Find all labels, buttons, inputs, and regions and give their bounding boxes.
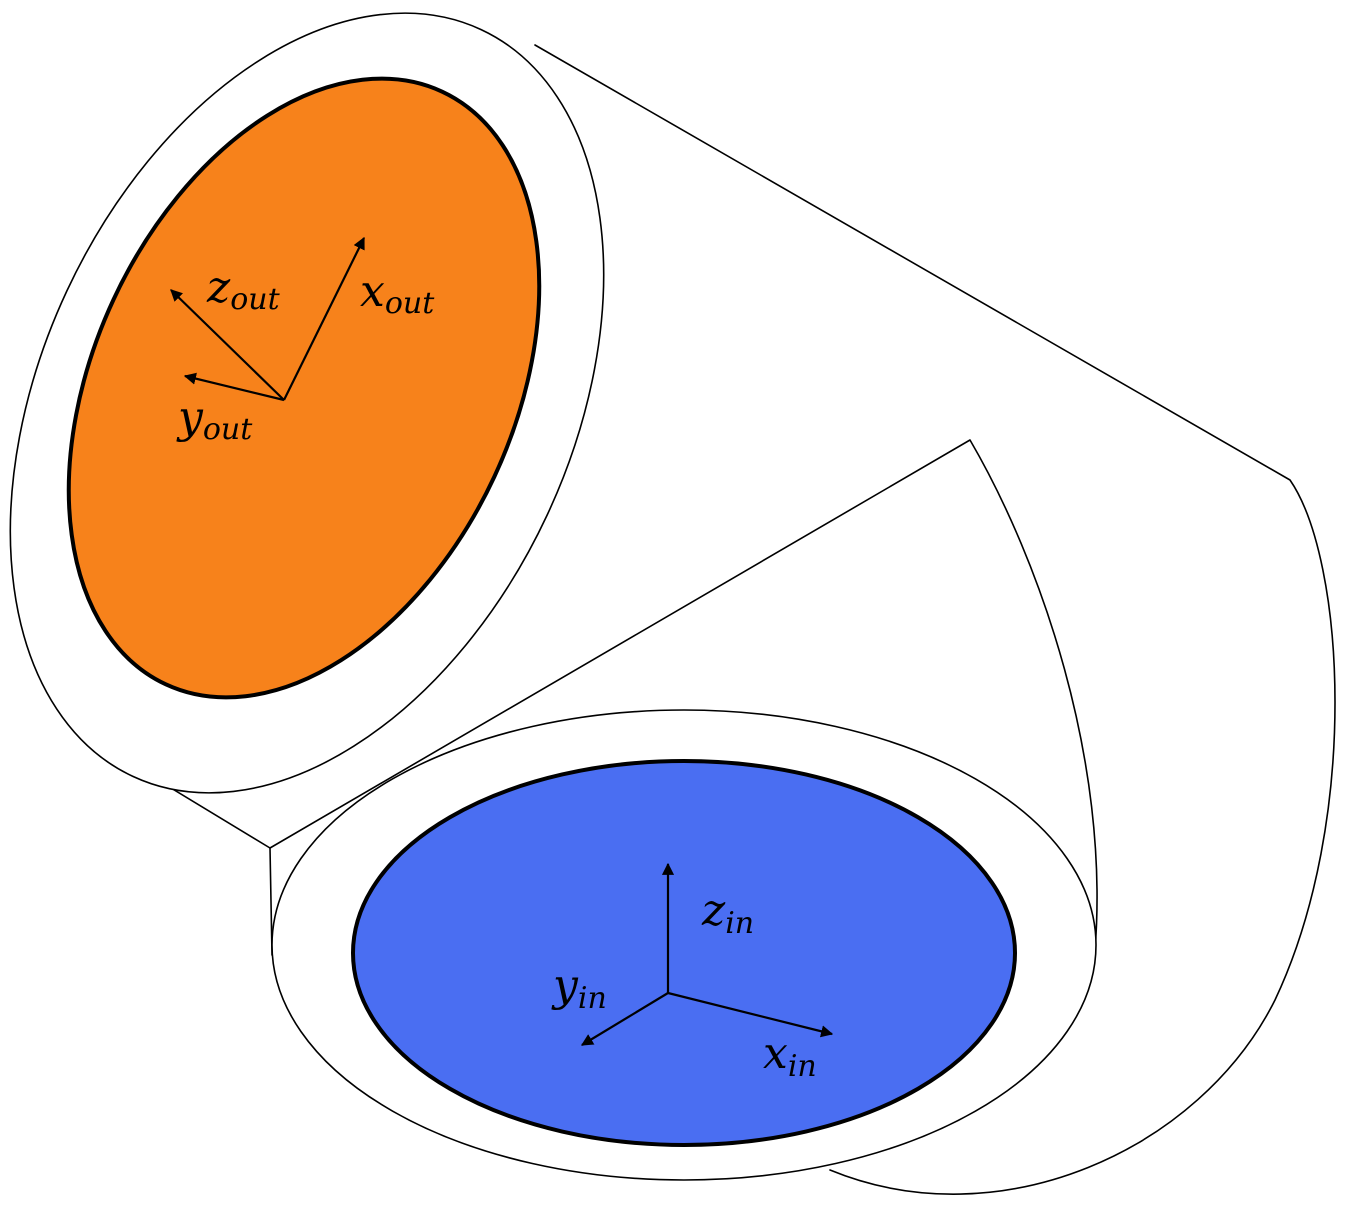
outlet-y-label: yout	[176, 392, 253, 447]
outlet-y-axis-arrow	[183, 372, 285, 402]
inlet-x-label: xin	[763, 1028, 817, 1084]
outlet-z-label: zout	[206, 262, 281, 317]
outlet-x-axis-arrow	[283, 236, 365, 401]
outlet-face	[66, 76, 542, 700]
outlet-z-axis-arrow	[170, 289, 285, 401]
outlet-x-label: xout	[360, 266, 435, 321]
inlet-y-label: yin	[551, 960, 607, 1016]
inlet-face	[351, 759, 1017, 1147]
inlet-z-label: zin	[701, 885, 754, 941]
inlet-y-axis-arrow	[580, 992, 669, 1046]
inlet-x-axis-arrow	[667, 991, 834, 1038]
pipe-inner-crease	[99, 439, 1098, 951]
pipe-top-edge	[534, 44, 1336, 1195]
